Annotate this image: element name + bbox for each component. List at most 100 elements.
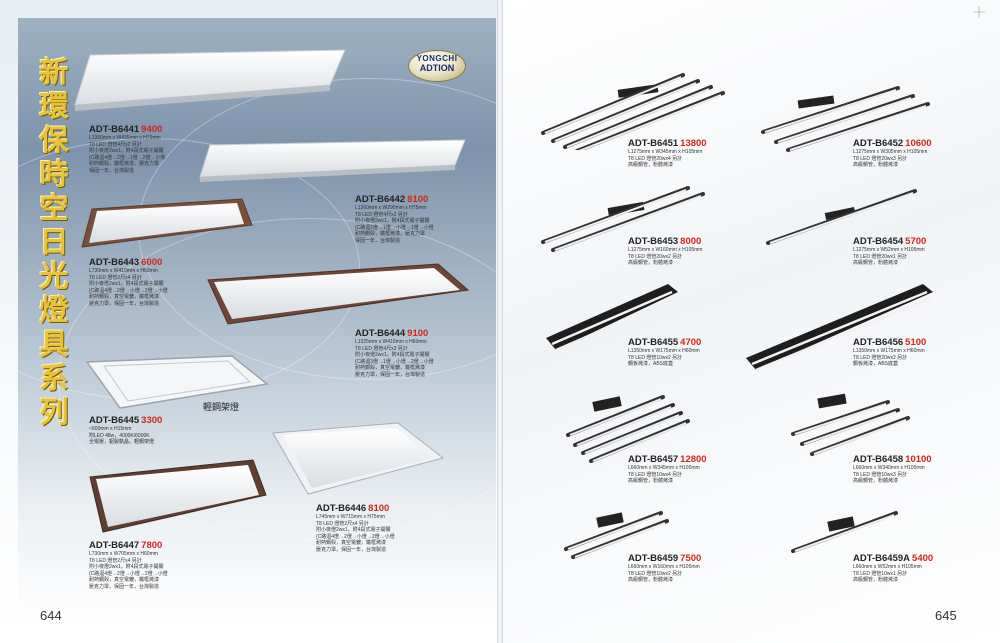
series-title-char: 燈 [39, 293, 69, 327]
lamp-image-b6441 [74, 49, 346, 111]
product-spec: L1360mm x W435mm x H75mm [89, 135, 161, 141]
product-spec: 耐熱鋼殼，真空電鍍，鐵框烤漆 [89, 577, 160, 584]
product-spec: T8 LED 燈管10wx2 另計 [628, 354, 683, 361]
product-code: ADT-B6444 [355, 328, 406, 339]
product-spec: 附小夜燈2wx1，附4段式電子開關 [316, 527, 391, 534]
product-price: 9100 [407, 328, 429, 339]
product-price: 8100 [368, 503, 390, 514]
product-spec: (C路迴4燈→2燈→小燈→2燈→小燈 [89, 287, 168, 294]
page-number-right: 645 [935, 608, 957, 623]
lamp-image-b6455 [546, 284, 678, 352]
product-spec: 耐熱鋼殼，真空電鍍，鐵框烤漆 [316, 540, 387, 547]
product-price: 5700 [905, 236, 927, 247]
product-code: ADT-B6453 [628, 236, 679, 247]
product-price: 10100 [905, 454, 932, 465]
product-price: 5400 [912, 553, 934, 564]
product-spec: 附LED 48w，4000K/6000K [89, 432, 150, 439]
product-spec: T8 LED 燈管20wx1 另計 [853, 253, 908, 260]
lamp-image-b6443 [81, 198, 253, 248]
product-spec: 保固一年，台灣製造 [89, 167, 135, 174]
product-spec: 保固一年，台灣製造 [355, 237, 401, 244]
product-spec: T8 LED 燈管2尺x4 另計 [316, 520, 369, 527]
product-spec: L660mm x W52mm x H105mm [853, 564, 922, 570]
brand-logo: YONGCHI ADTION [408, 50, 466, 82]
product-code: ADT-B6459 [628, 553, 679, 564]
product-code: ADT-B6459A [853, 553, 911, 564]
product-spec: 全電壓，鋁製軌晶，輕鋼架燈 [89, 439, 155, 446]
brand-line2: ADTION [419, 63, 455, 73]
product-code: ADT-B6452 [853, 138, 904, 149]
lamp-image-b6454 [766, 189, 917, 245]
product-spec: 附小夜燈2wx1，附4段式電子開關 [355, 352, 430, 359]
product-spec: 耐熱鋼殼，鐵框烤漆，壓克力罩 [89, 161, 160, 168]
product-price: 9400 [141, 124, 163, 135]
product-spec: (C路迴4燈→2燈→1燈→2燈→小夜 [89, 154, 166, 161]
product-spec: 耐熱鋼殼，真空電鍍，鐵框烤漆 [355, 365, 426, 372]
product-spec: (C路迴4燈→2燈→小燈→2燈→小燈 [316, 533, 395, 540]
lamp-image-b6444 [207, 263, 470, 325]
product-spec: □600mm x H15mm [89, 426, 132, 432]
product-spec: 壓克力罩，保固一年，台灣製造 [316, 546, 387, 553]
product-spec: T8 LED 燈管4尺x2 另計 [89, 141, 142, 148]
product-spec: T8 LED 燈管20wx4 另計 [628, 155, 683, 162]
product-spec: 高級鋼管，粉體烤漆 [853, 162, 899, 169]
product-spec: T8 LED 燈管4尺x2 另計 [355, 211, 408, 218]
product-spec: (C路迴4燈→2燈→小燈→2燈→小燈 [89, 570, 168, 577]
lamp-image-b6456 [746, 284, 933, 372]
product-code: ADT-B6454 [853, 236, 904, 247]
product-spec: 耐熱鋼殼，真空電鍍，鐵框烤漆 [89, 294, 160, 301]
product-spec: T8 LED 燈管4尺x3 另計 [355, 345, 408, 352]
series-title-char: 系 [39, 361, 69, 395]
product-spec: T8 LED 燈管2尺x4 另計 [89, 274, 142, 281]
series-title-char: 列 [39, 395, 69, 429]
product-spec: 壓克力罩，保固一年，台灣製造 [89, 300, 160, 307]
product-spec: 附小夜燈2wx1，附4段式電子開關 [89, 564, 164, 571]
product-price: 5100 [905, 337, 927, 348]
lamp-image-b6447 [89, 459, 267, 533]
product-spec: L1275mm x W305mm x H105mm [853, 149, 928, 155]
product-code: ADT-B6441 [89, 124, 140, 135]
product-code: ADT-B6451 [628, 138, 679, 149]
lamp-image-b6442 [199, 139, 466, 182]
product-price: 10600 [905, 138, 932, 149]
product-code: ADT-B6458 [853, 454, 904, 465]
product-spec: L1275mm x W345mm x H105mm [628, 149, 703, 155]
lamp-image-b6459 [564, 511, 669, 559]
product-code: ADT-B6446 [316, 503, 367, 514]
product-code: ADT-B6457 [628, 454, 679, 465]
series-title-char: 時 [39, 157, 69, 191]
lamp-image-b6459a [791, 511, 898, 553]
product-spec: 附小夜燈2wx1，附4段式電子開關 [89, 148, 164, 155]
product-spec: L1350mm x W175mm x H60mm [628, 348, 700, 354]
product-spec: T8 LED 燈管10wx1 另計 [853, 570, 908, 577]
product-spec: L745mm x W715mm x H75mm [316, 514, 385, 520]
product-spec: 壓克力罩，保固一年，台灣製造 [89, 583, 160, 590]
lamp-image-b6457 [566, 395, 690, 463]
product-spec: 高級鋼管，粉體烤漆 [628, 260, 674, 267]
frame-caption: 輕鋼架燈 [203, 402, 240, 412]
product-spec: 耐熱鋼殼，鐵框烤漆，壓克力罩 [355, 231, 426, 238]
product-price: 3300 [141, 415, 163, 426]
product-spec: T8 LED 燈管2尺x4 另計 [89, 557, 142, 564]
product-price: 7800 [141, 540, 163, 551]
product-spec: T8 LED 燈管10wx3 另計 [853, 471, 908, 478]
product-spec: 高級鋼管，粉體烤漆 [628, 577, 674, 584]
product-spec: 鋼板烤漆，ABS底蓋 [853, 361, 899, 368]
left-page: 新 環 保 時 空 日 光 燈 具 系 列 YONGCHI ADTION [0, 0, 497, 643]
lamp-image-b6458 [791, 393, 910, 456]
series-title-char: 空 [39, 191, 69, 225]
series-title-char: 光 [39, 259, 69, 293]
